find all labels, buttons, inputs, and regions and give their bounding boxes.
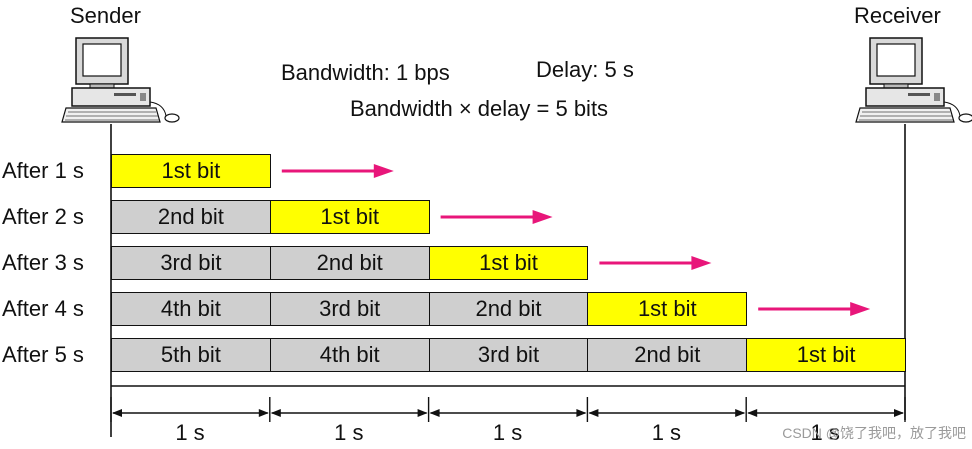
row-label: After 2 s — [2, 204, 84, 229]
bit-cell: 2nd bit — [111, 200, 271, 234]
dimension-arrow — [747, 409, 904, 417]
bit-cell: 4th bit — [111, 292, 271, 326]
dimension-label: 1 s — [810, 420, 840, 445]
row-label: After 5 s — [2, 342, 84, 367]
dimension-arrow — [112, 409, 269, 417]
dimension-label: 1 s — [334, 420, 364, 445]
dimension-arrow — [429, 409, 587, 417]
sender-label: Sender — [70, 3, 141, 28]
leading-bit-cell: 1st bit — [428, 246, 589, 280]
dimension-label: 1 s — [492, 420, 523, 445]
bit-cell: 4th bit — [269, 338, 430, 372]
row-label: After 4 s — [2, 296, 84, 321]
bit-cell: 5th bit — [111, 338, 271, 372]
dimension-label: 1 s — [651, 420, 682, 445]
computer-icon — [61, 37, 180, 123]
bit-cell: 3rd bit — [269, 292, 430, 326]
arrow-right-icon — [440, 210, 553, 224]
bit-cell: 3rd bit — [111, 246, 271, 280]
bandwidth-delay-product: Bandwidth × delay = 5 bits — [350, 96, 609, 121]
arrow-right-icon — [281, 164, 394, 178]
leading-bit-cell: 1st bit — [111, 154, 271, 188]
bit-cell: 2nd bit — [587, 338, 748, 372]
bit-cell: 2nd bit — [269, 246, 430, 280]
arrow-right-icon — [599, 256, 712, 270]
bit-cell: 3rd bit — [428, 338, 589, 372]
delay-label: Delay: 5 s — [536, 57, 634, 82]
receiver-label: Receiver — [854, 3, 941, 28]
dimension-label: 1 s — [175, 420, 205, 445]
row-label: After 1 s — [2, 158, 84, 183]
bit-cell: 2nd bit — [428, 292, 589, 326]
arrow-right-icon — [758, 302, 871, 316]
dimension-arrow — [270, 409, 428, 417]
leading-bit-cell: 1st bit — [269, 200, 430, 234]
leading-bit-cell: 1st bit — [746, 338, 906, 372]
row-label: After 3 s — [2, 250, 84, 275]
computer-icon — [855, 37, 972, 123]
leading-bit-cell: 1st bit — [587, 292, 748, 326]
dimension-arrow — [588, 409, 746, 417]
watermark: CSDN @饶了我吧，放了我吧 — [782, 425, 966, 441]
bandwidth-label: Bandwidth: 1 bps — [281, 60, 450, 85]
